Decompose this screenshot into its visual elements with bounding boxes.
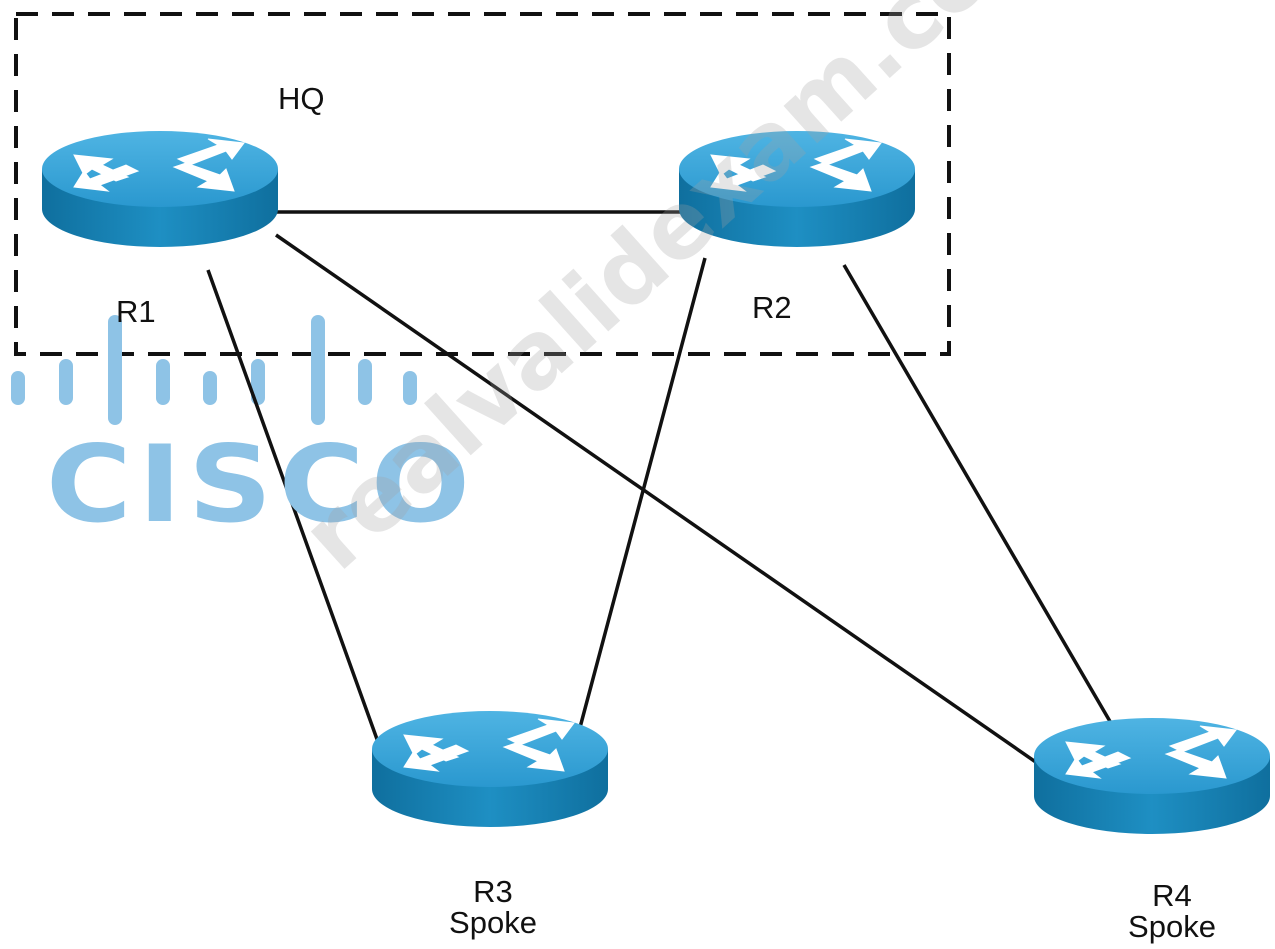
- hq-label: HQ: [278, 81, 325, 116]
- router-label-r4: R4 Spoke: [1092, 880, 1252, 942]
- router-label-r3: R3 Spoke: [413, 876, 573, 938]
- cisco-bars-logo: [11, 315, 417, 425]
- router-role: Spoke: [1128, 909, 1216, 944]
- router-role: Spoke: [449, 905, 537, 940]
- router-icon: [678, 130, 916, 248]
- link-r2-r3: [576, 257, 707, 736]
- router-icon: [1033, 717, 1271, 835]
- router-icon: [371, 710, 609, 828]
- router-name: R4: [1152, 878, 1192, 913]
- cisco-logo-wordmark: CISCO: [46, 423, 477, 546]
- link-r2-r4: [842, 264, 1117, 731]
- router-label-r2: R2: [752, 290, 792, 325]
- router-label-r1: R1: [116, 294, 156, 329]
- router-icon: [41, 130, 279, 248]
- link-r1-r4: [275, 233, 1041, 767]
- hq-region-boundary: [14, 12, 951, 356]
- link-r1-r3: [206, 269, 380, 743]
- router-name: R3: [473, 874, 513, 909]
